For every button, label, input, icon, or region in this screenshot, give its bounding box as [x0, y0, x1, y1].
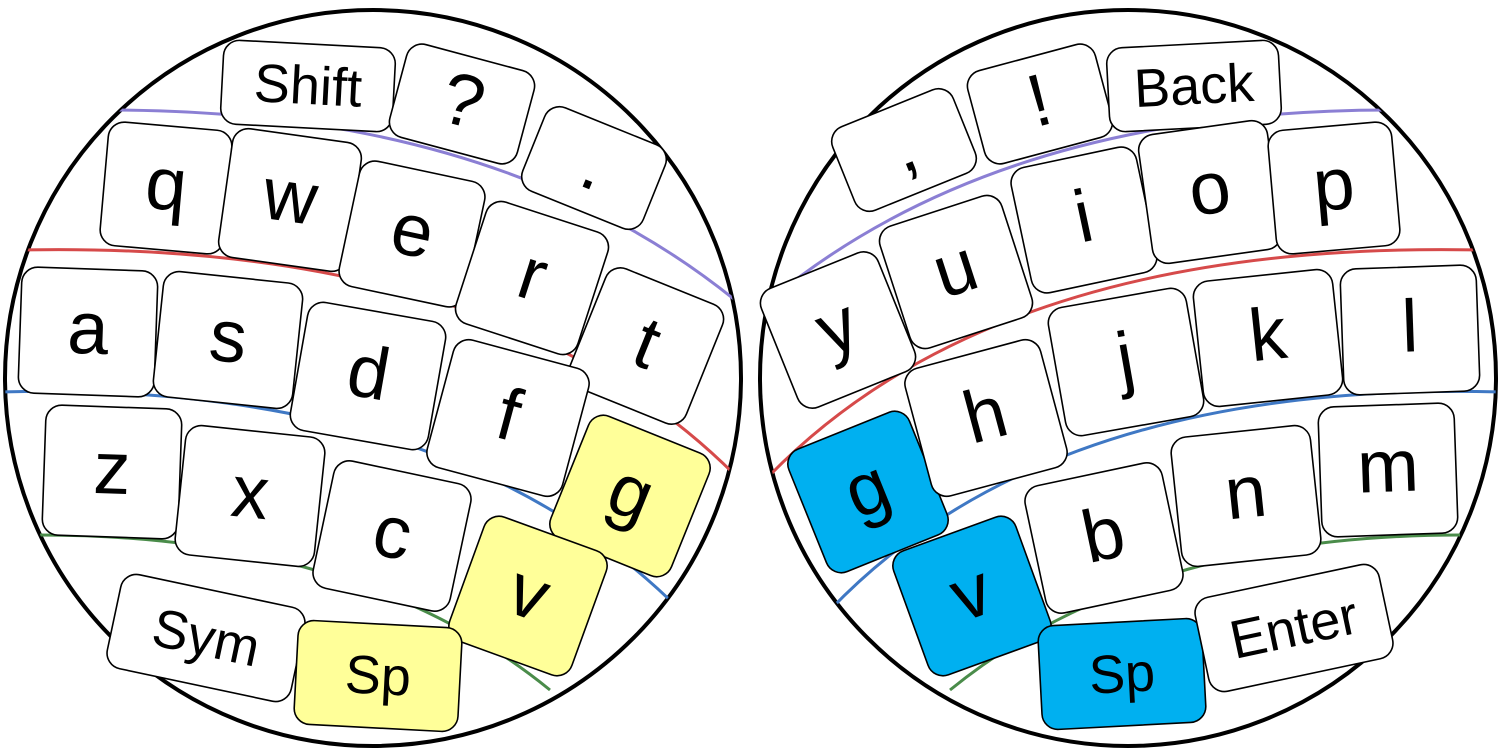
right-key-u[interactable]: u [875, 191, 1036, 352]
left-key-s-cap [152, 270, 304, 410]
right-key-back-label: Back [1132, 53, 1256, 119]
left-key-g[interactable]: g [545, 410, 715, 581]
right-key-j[interactable]: j [1046, 286, 1206, 438]
right-key-back[interactable]: Back [1105, 39, 1283, 133]
right-key-j-cap [1047, 287, 1205, 437]
left-key-a-cap [17, 266, 159, 398]
left-key-f[interactable]: f [423, 336, 592, 500]
left-key-e[interactable]: e [336, 158, 488, 310]
left-key-sp-label: Sp [343, 644, 412, 707]
right-key-p-cap [1267, 121, 1401, 255]
left-key-t[interactable]: t [564, 263, 729, 429]
right-key-b-cap [1024, 462, 1184, 614]
left-key-r-cap [454, 200, 610, 356]
left-key-w-label: w [257, 151, 323, 241]
left-key-question[interactable]: ? [386, 41, 538, 168]
right-key-exclamation[interactable]: ! [964, 41, 1116, 168]
right-key-k-cap [1192, 268, 1344, 408]
right-key-n[interactable]: n [1170, 424, 1323, 568]
right-key-h[interactable]: h [901, 336, 1070, 500]
left-key-w[interactable]: w [217, 127, 364, 274]
right-key-p-label: p [1310, 141, 1358, 227]
right-key-o[interactable]: o [1137, 119, 1284, 266]
left-key-a-label: a [66, 286, 111, 370]
left-key-v-cap [448, 515, 608, 677]
right-key-m-label: m [1356, 423, 1421, 508]
right-key-h-cap [904, 338, 1068, 498]
right-key-v[interactable]: v [888, 512, 1055, 681]
right-key-y[interactable]: y [756, 247, 921, 413]
left-key-sym[interactable]: Sym [104, 572, 308, 705]
left-key-v[interactable]: v [444, 512, 611, 681]
right-key-l-cap [1339, 264, 1481, 396]
left-key-q[interactable]: q [99, 121, 233, 255]
left-row-line-top [109, 108, 736, 302]
right-key-b[interactable]: b [1022, 460, 1186, 616]
left-key-r[interactable]: r [451, 197, 612, 358]
right-key-y-cap [759, 251, 917, 409]
left-key-x-label: x [228, 449, 273, 535]
left-key-d[interactable]: d [288, 300, 448, 452]
right-key-exclamation-cap [966, 43, 1114, 165]
left-key-z-label: z [92, 426, 132, 510]
left-key-s-label: s [206, 293, 251, 379]
right-key-k[interactable]: k [1192, 268, 1344, 408]
left-key-c-cap [312, 460, 472, 612]
right-key-l-label: l [1400, 284, 1419, 368]
right-key-m[interactable]: m [1317, 402, 1459, 538]
right-key-sp-cap [1037, 617, 1207, 731]
left-key-shift-cap [219, 39, 397, 133]
right-key-l[interactable]: l [1339, 264, 1481, 396]
right-key-u-cap [878, 194, 1034, 350]
left-key-question-cap [388, 43, 536, 165]
left-key-sp[interactable]: Sp [293, 619, 463, 733]
left-key-sp-cap [293, 619, 463, 733]
right-row-line-middle [768, 248, 1481, 477]
left-key-period[interactable]: . [517, 101, 671, 234]
left-key-z-cap [41, 404, 183, 540]
right-key-m-cap [1317, 402, 1459, 538]
right-key-p[interactable]: p [1267, 121, 1401, 255]
right-row-line-top [769, 108, 1391, 302]
right-key-n-label: n [1221, 449, 1271, 536]
left-key-t-cap [567, 267, 725, 425]
right-key-v-cap [892, 515, 1052, 677]
right-key-sp[interactable]: Sp [1037, 617, 1207, 731]
right-key-comma[interactable]: , [827, 83, 981, 216]
left-key-c[interactable]: c [310, 458, 474, 614]
left-key-shift-label: Shift [252, 53, 363, 119]
left-key-period-cap [520, 105, 668, 231]
left-key-s[interactable]: s [152, 270, 304, 410]
left-key-f-cap [426, 338, 590, 498]
right-key-comma-cap [830, 87, 978, 213]
left-key-a[interactable]: a [17, 266, 159, 398]
right-key-enter[interactable]: Enter [1192, 562, 1396, 695]
right-key-n-cap [1170, 424, 1322, 568]
left-key-d-cap [289, 301, 447, 451]
left-key-z[interactable]: z [41, 404, 183, 540]
left-key-shift[interactable]: Shift [219, 39, 397, 133]
left-key-x[interactable]: x [174, 424, 327, 568]
right-key-enter-cap [1194, 563, 1394, 693]
left-key-q-label: q [142, 141, 190, 227]
left-key-x-cap [174, 424, 326, 568]
right-key-sp-label: Sp [1087, 642, 1156, 705]
right-key-i[interactable]: i [1008, 144, 1160, 296]
right-key-g[interactable]: g [783, 406, 953, 577]
